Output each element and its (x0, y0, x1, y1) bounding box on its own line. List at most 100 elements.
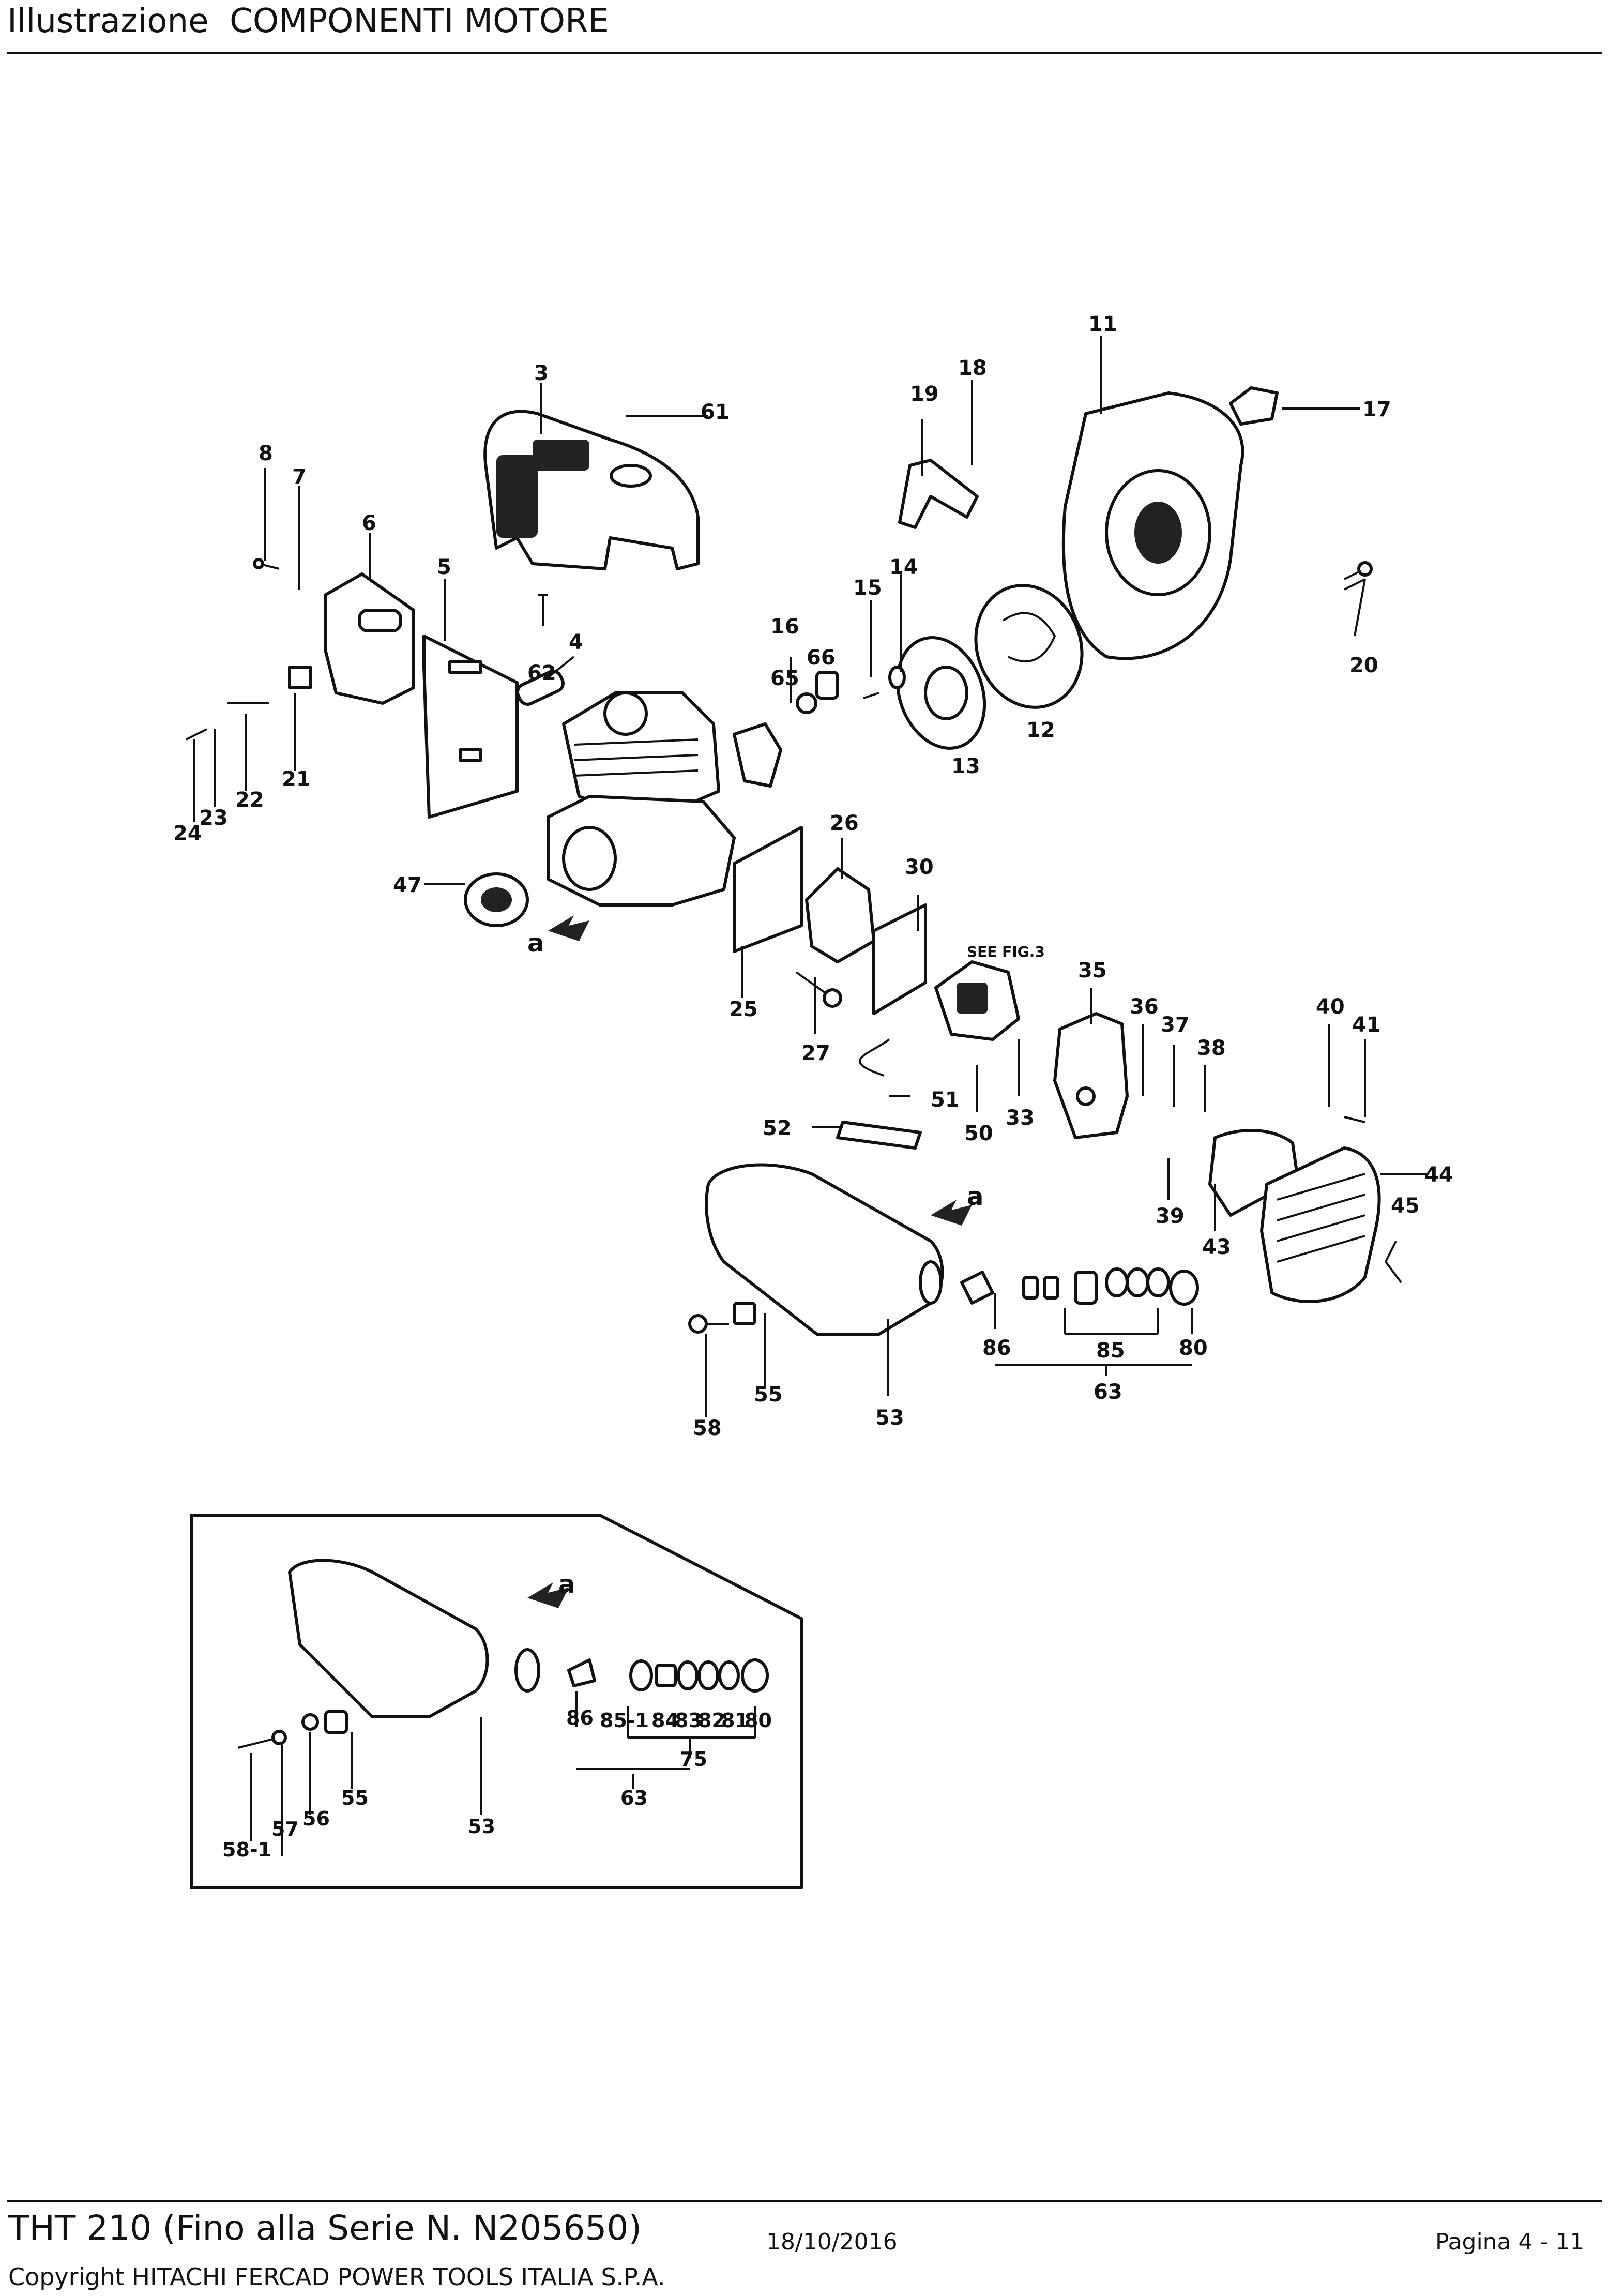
footer-page-number: Pagina 4 - 11 (1435, 2229, 1585, 2255)
callout-13: 13 (951, 754, 980, 778)
callout-44: 44 (1424, 1163, 1453, 1187)
inset-callout-63: 63 (620, 1787, 648, 1809)
callout-43: 43 (1202, 1235, 1231, 1259)
callout-26: 26 (830, 811, 859, 835)
callout-55: 55 (754, 1383, 783, 1407)
callout-85: 85 (1096, 1339, 1125, 1363)
inset-callout-81: 81 (721, 1709, 749, 1732)
callout-24: 24 (173, 822, 202, 845)
ignition-parts (733, 671, 839, 788)
callout-17: 17 (1362, 398, 1391, 421)
callout-80: 80 (1179, 1336, 1208, 1360)
callout-37: 37 (1161, 1013, 1190, 1037)
engine-block-part (547, 691, 736, 907)
callout-8: 8 (259, 442, 273, 465)
inset-callout-58-1: 58-1 (222, 1838, 271, 1861)
muffler-part (288, 572, 415, 705)
callout-19: 19 (910, 382, 939, 406)
callout-6: 6 (362, 511, 376, 535)
callout-16: 16 (770, 615, 799, 639)
inset-panel (190, 1514, 803, 1889)
callout-36: 36 (1130, 995, 1159, 1019)
fuel-filter-stack-part (960, 1267, 1199, 1306)
callout-30: 30 (905, 855, 934, 879)
starter-assembly-part (888, 391, 1244, 750)
inset-callout-82: 82 (698, 1709, 725, 1732)
arrow-a-label: a (558, 1570, 575, 1599)
footer-divider (7, 2200, 1602, 2202)
fuel-tank-part (705, 1163, 944, 1336)
callout-33: 33 (1006, 1106, 1035, 1130)
callout-58: 58 (693, 1416, 722, 1440)
footer-date: 18/10/2016 (766, 2229, 898, 2255)
footer-copyright: Copyright HITACHI FERCAD POWER TOOLS ITA… (8, 2263, 665, 2291)
callout-21: 21 (282, 767, 311, 791)
callout-22: 22 (235, 788, 264, 812)
inset-callout-83: 83 (675, 1709, 702, 1732)
inset-callout-85-1: 85-1 (600, 1709, 649, 1732)
inset-callout-53: 53 (468, 1815, 495, 1838)
callout-66: 66 (807, 646, 836, 670)
leader-lines (193, 336, 1427, 1856)
fuel-line-part (859, 1038, 890, 1077)
carburetor-part (934, 960, 1020, 1041)
inset-callout-56: 56 (302, 1807, 330, 1830)
callout-12: 12 (1026, 718, 1055, 742)
callout-39: 39 (1156, 1204, 1185, 1228)
page-title: Illustrazione COMPONENTI MOTORE (7, 2, 609, 40)
arrow-a-markers: a a a (527, 915, 983, 1608)
air-intake-part (464, 872, 529, 927)
callout-40: 40 (1316, 995, 1345, 1019)
callout-45: 45 (1391, 1194, 1420, 1218)
air-filter-part (1053, 1012, 1381, 1303)
see-fig-note: SEE FIG.3 (967, 943, 1045, 960)
callout-35: 35 (1078, 959, 1107, 983)
bracket-part (836, 1121, 922, 1150)
starter-handle-part (898, 459, 979, 529)
inset-callout-75: 75 (680, 1748, 707, 1771)
callout-3: 3 (534, 361, 549, 385)
callout-15: 15 (853, 576, 882, 600)
callout-65: 65 (770, 667, 799, 690)
arrow-a-label: a (527, 929, 544, 958)
callout-27: 27 (801, 1041, 830, 1065)
callout-63: 63 (1094, 1380, 1122, 1404)
footer-model: THT 210 (Fino alla Serie N. N205650) (8, 2208, 642, 2248)
callout-7: 7 (292, 465, 307, 489)
callout-4: 4 (569, 630, 583, 654)
small-gasket-part (516, 670, 565, 706)
arrow-a-label: a (967, 1182, 983, 1211)
callout-labels: 3 61 8 7 6 5 62 4 16 65 66 15 14 13 12 1… (173, 312, 1453, 1440)
callout-18: 18 (958, 356, 987, 380)
callout-62: 62 (527, 661, 556, 685)
callout-23: 23 (199, 806, 228, 830)
callout-20: 20 (1349, 654, 1378, 677)
inset-callout-84: 84 (651, 1709, 679, 1732)
callout-25: 25 (729, 998, 758, 1021)
insulator-part (805, 867, 875, 963)
callout-51: 51 (931, 1088, 960, 1112)
inset-callout-80: 80 (745, 1709, 772, 1732)
callout-52: 52 (763, 1116, 792, 1140)
carb-gasket-part (872, 903, 927, 1015)
callout-47: 47 (393, 873, 422, 897)
callout-11: 11 (1088, 312, 1117, 336)
inset-callout-55: 55 (341, 1787, 369, 1809)
callout-53: 53 (875, 1406, 904, 1430)
engine-cover-part (483, 410, 700, 570)
page-header: Illustrazione COMPONENTI MOTORE (7, 0, 1602, 52)
gasket-plate-part (422, 635, 519, 819)
callout-86: 86 (982, 1336, 1011, 1360)
callout-14: 14 (889, 555, 918, 579)
insulator-gasket-part (733, 826, 803, 953)
guide-part (1229, 386, 1279, 426)
header-divider (7, 52, 1602, 54)
callout-41: 41 (1352, 1013, 1381, 1037)
inset-callout-57: 57 (271, 1818, 299, 1840)
callout-50: 50 (964, 1122, 993, 1145)
inset-callout-labels: 53 55 56 57 58-1 86 85-1 84 83 82 81 80 … (222, 1706, 772, 1861)
callout-61: 61 (701, 400, 730, 424)
callout-5: 5 (437, 555, 451, 579)
callout-38: 38 (1197, 1036, 1226, 1060)
